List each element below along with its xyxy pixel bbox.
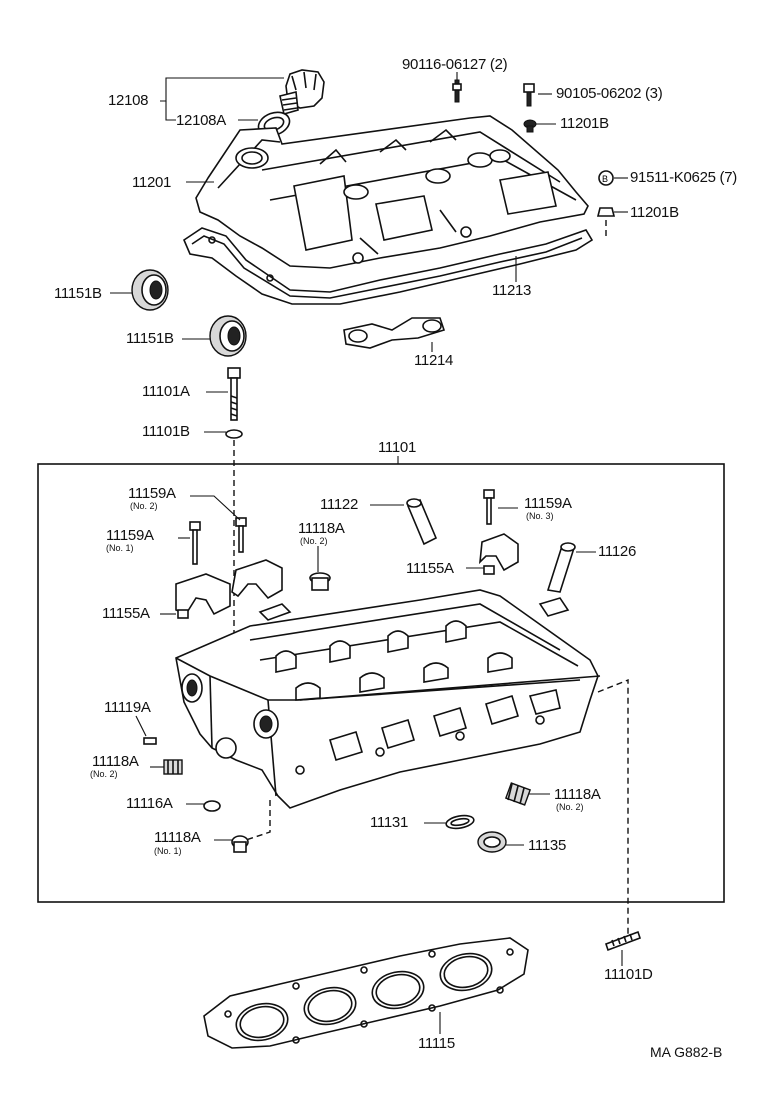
label-11118A-left: 11118A (92, 753, 139, 770)
label-11122: 11122 (320, 496, 358, 513)
dowel-11155A-left (177, 609, 189, 619)
bolt-11159A-no2 (235, 517, 247, 553)
seal-11135 (477, 831, 507, 853)
leader-lines (110, 72, 628, 1034)
svg-text:B: B (602, 174, 608, 184)
label-11214: 11214 (414, 352, 454, 369)
label-11159A-no2: 11159A (128, 485, 176, 502)
label-11126: 11126 (598, 543, 636, 560)
note-no2-b: (No. 2) (300, 536, 328, 546)
oil-seal-11151B-b (209, 315, 247, 357)
head-cover-gasket (183, 227, 594, 305)
bearing-cap-left (175, 559, 283, 616)
nut-91511: B (598, 170, 614, 186)
label-11201B-side: 11201B (630, 204, 679, 221)
plug-11118A-bottom (231, 835, 249, 853)
pipe-11122 (406, 498, 438, 546)
note-no1-a: (No. 1) (106, 543, 134, 553)
pipe-11126 (546, 542, 576, 593)
grommet-11201B-top (523, 119, 537, 133)
label-11101A: 11101A (142, 383, 190, 400)
bolt-11159A-no1 (189, 521, 201, 565)
bolt-90105 (523, 83, 535, 107)
bolt-90116 (452, 79, 462, 103)
grommet-11201B-side (596, 207, 616, 217)
label-90105-06202: 90105-06202 (3) (556, 85, 663, 102)
oil-seal-11151B-a (131, 269, 169, 311)
label-11118A-top: 11118A (298, 520, 345, 537)
label-11151B-a: 11151B (54, 285, 102, 302)
pin-11119A (143, 737, 157, 745)
head-gasket (203, 937, 529, 1049)
note-no2-d: (No. 2) (556, 802, 584, 812)
dowel-11155A-right (483, 565, 495, 575)
label-11155A-right: 11155A (406, 560, 454, 577)
label-11116A: 11116A (126, 795, 173, 812)
label-11115: 11115 (418, 1035, 455, 1052)
label-11201: 11201 (132, 174, 172, 191)
label-11118A-right: 11118A (554, 786, 601, 803)
label-11155A-left: 11155A (102, 605, 150, 622)
plug-11118A-right (504, 782, 532, 806)
label-90116-06127: 90116-06127 (2) (402, 56, 508, 73)
label-11101: 11101 (378, 439, 416, 456)
label-11159A-no3: 11159A (524, 495, 572, 512)
plug-11118A-top (309, 572, 331, 591)
head-bolt-11101A (227, 367, 241, 421)
plug-11116A (203, 800, 221, 812)
label-91511-K0625: 91511-K0625 (7) (630, 169, 737, 186)
diagram-code: MA G882-B (650, 1044, 723, 1060)
note-no2-a: (No. 2) (130, 501, 158, 511)
plug-11118A-left (163, 759, 183, 775)
label-11101B: 11101B (142, 423, 190, 440)
label-11159A-no1: 11159A (106, 527, 154, 544)
washer-11101B (225, 429, 243, 439)
note-no1-b: (No. 1) (154, 846, 182, 856)
label-11131: 11131 (370, 814, 408, 831)
label-12108A: 12108A (176, 112, 226, 129)
plug-seal-11214 (343, 317, 446, 349)
label-11135: 11135 (528, 837, 566, 854)
note-no2-c: (No. 2) (90, 769, 118, 779)
ring-11131 (445, 814, 475, 830)
label-11119A: 11119A (104, 699, 151, 716)
label-11201B-top: 11201B (560, 115, 609, 132)
bearing-cap-right (478, 533, 519, 572)
oil-filler-cap (279, 69, 325, 116)
label-11151B-b: 11151B (126, 330, 174, 347)
label-11101D: 11101D (604, 966, 653, 983)
note-no3: (No. 3) (526, 511, 554, 521)
stud-11101D (604, 930, 642, 952)
cylinder-head-frame (37, 463, 725, 903)
cylinder-head-cover (195, 115, 589, 269)
bolt-11159A-no3 (483, 489, 495, 525)
cylinder-head (175, 589, 601, 809)
label-11118A-bottom: 11118A (154, 829, 201, 846)
label-11213: 11213 (492, 282, 532, 299)
label-12108: 12108 (108, 92, 149, 109)
